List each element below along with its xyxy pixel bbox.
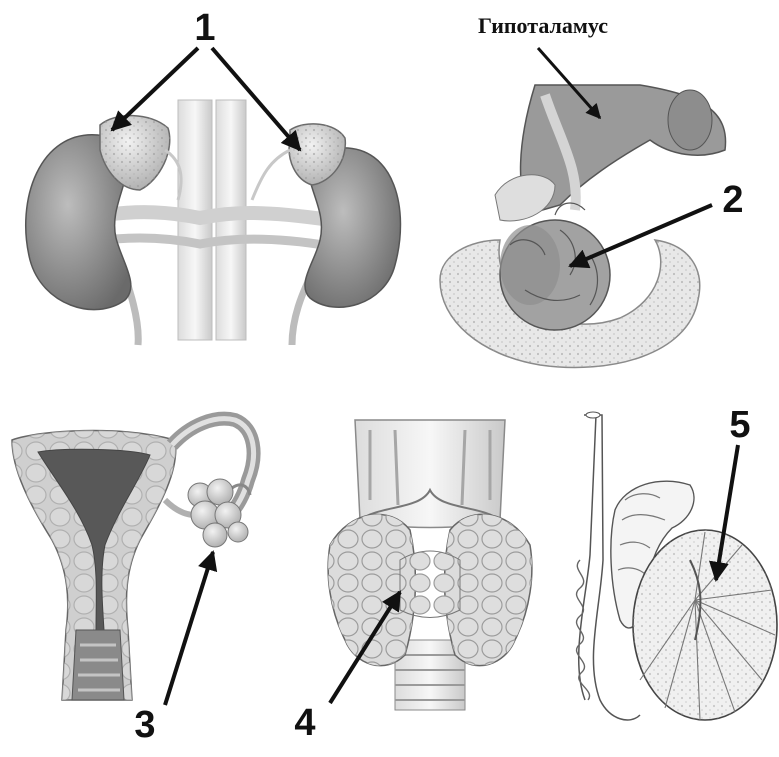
label-hypothalamus: Гипоталамус: [478, 13, 608, 38]
label-3: 3: [134, 704, 155, 746]
label-4: 4: [294, 702, 315, 744]
thyroid-gland-icon: [328, 420, 532, 710]
kidneys-adrenal-glands-icon: [26, 100, 401, 345]
panel-pituitary: Гипоталамус 2: [440, 13, 744, 367]
label-5: 5: [729, 404, 750, 446]
panel-thyroid: 4: [294, 420, 531, 744]
panel-kidneys-adrenal: 1: [26, 7, 401, 345]
label-2: 2: [722, 179, 743, 221]
uterus-ovary-icon: [12, 419, 254, 700]
panel-testis: 5: [577, 404, 777, 720]
testis-icon: [577, 412, 777, 720]
arrow-3: [165, 552, 213, 705]
panel-uterus-ovary: 3: [12, 419, 254, 746]
pituitary-gland-icon: [440, 85, 726, 367]
label-1: 1: [194, 7, 215, 49]
